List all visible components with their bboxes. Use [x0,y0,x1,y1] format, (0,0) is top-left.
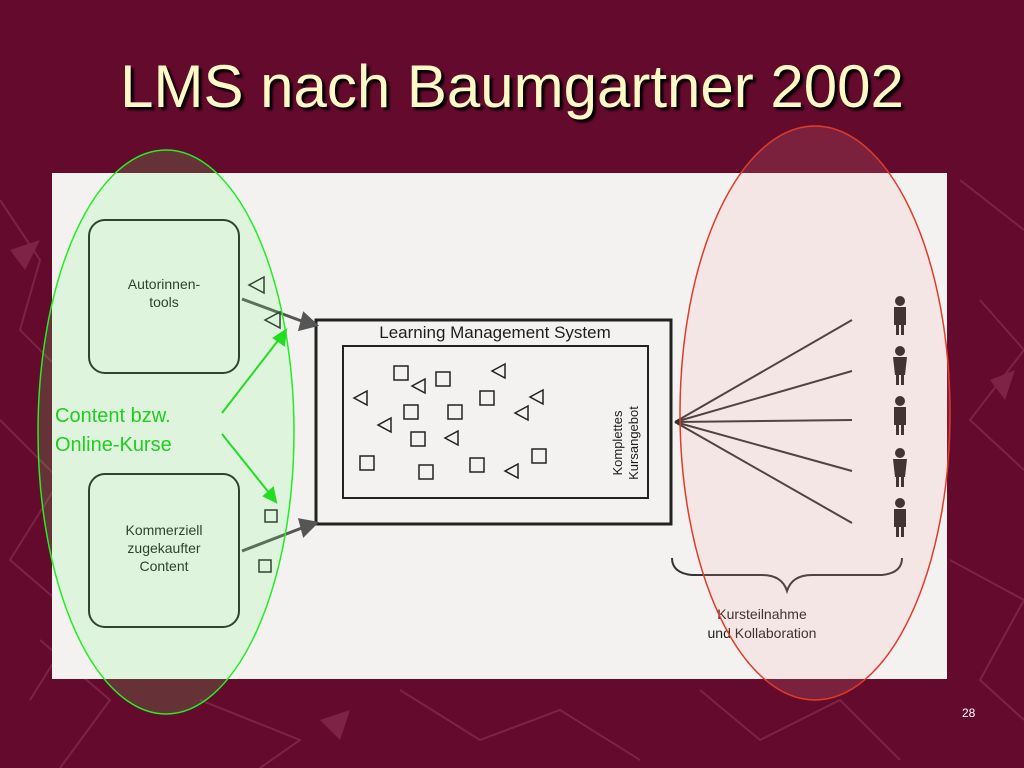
green-highlight-ellipse [37,149,295,715]
authoring-tools-label: Autorinnen- tools [89,275,239,311]
commercial-content-label: Kommerziell zugekaufter Content [89,521,239,575]
participation-label: Kursteilnahme und Kollaboration [652,605,872,643]
slide-number: 28 [962,706,976,720]
participation-brace [671,557,903,595]
slide-title: LMS nach Baumgartner 2002 [120,53,904,120]
learning-objects [352,362,547,480]
course-offer-box [342,345,649,499]
participant-lines [674,319,853,524]
lms-title: Learning Management System [379,323,611,342]
content-note: Content bzw. Online-Kurse [55,405,172,456]
participant-icons [893,296,907,537]
diagram-drawing [88,219,907,628]
commercial-content-box [88,473,240,628]
authoring-tools-box [88,219,240,374]
content-note-arrows [221,327,288,504]
red-highlight-ellipse [679,125,951,701]
lms-outer-box [314,318,673,526]
lms-diagram-figure: Autorinnen- tools Kommerziell zugekaufte… [52,173,947,679]
